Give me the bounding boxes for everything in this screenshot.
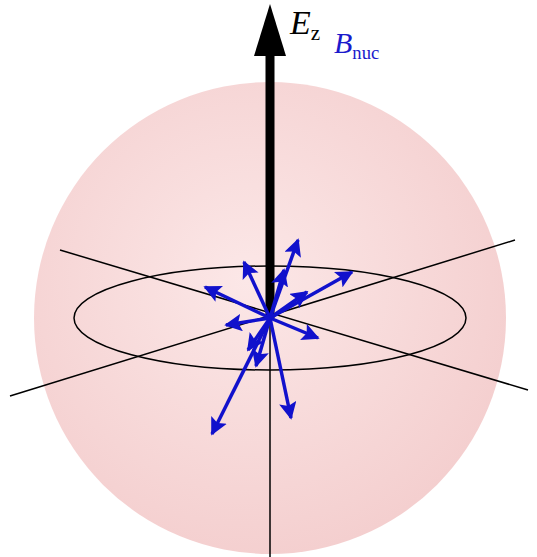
- axis-line: [269, 318, 271, 557]
- field-arrow-head: [254, 4, 286, 56]
- nuclear-field-label: Bnuc: [334, 28, 379, 58]
- field-label-symbol: E: [290, 4, 311, 41]
- axis-line: [10, 240, 515, 396]
- field-arrow-shaft: [266, 50, 275, 318]
- nuclear-field-label-symbol: B: [334, 26, 352, 59]
- axis-line: [60, 250, 528, 390]
- field-label: Ez: [290, 6, 320, 40]
- field-label-subscript: z: [311, 21, 320, 45]
- nuclear-field-label-subscript: nuc: [352, 42, 379, 63]
- nuclear-field-arrows: [205, 240, 352, 434]
